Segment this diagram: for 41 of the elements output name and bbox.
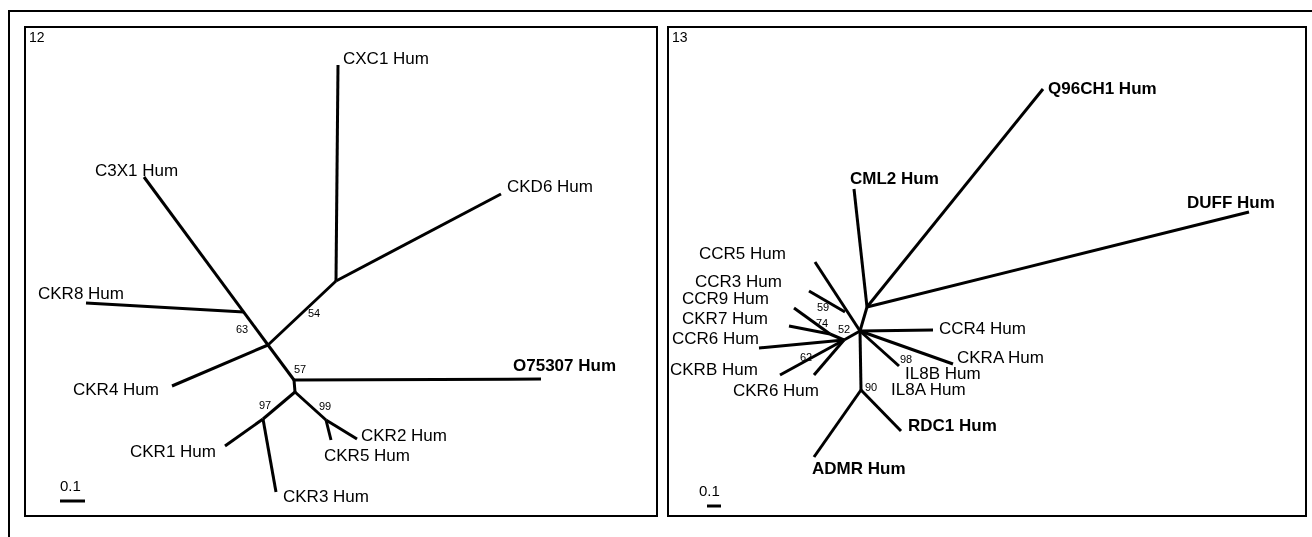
bootstrap-value: 99 (319, 401, 332, 412)
bootstrap-value: 52 (838, 324, 851, 335)
taxon-label: CCR4 Hum (939, 320, 1026, 337)
tree-panel (24, 26, 658, 517)
taxon-label: IL8A Hum (891, 381, 966, 398)
taxon-label: ADMR Hum (812, 460, 906, 477)
bootstrap-value: 98 (900, 354, 913, 365)
bootstrap-value: 54 (308, 308, 321, 319)
taxon-label: CKD6 Hum (507, 178, 593, 195)
taxon-label: CCR3 Hum (695, 273, 782, 290)
taxon-label: O75307 Hum (513, 357, 616, 374)
bootstrap-value: 63 (236, 324, 249, 335)
taxon-label: CKR3 Hum (283, 488, 369, 505)
taxon-label: CXC1 Hum (343, 50, 429, 67)
taxon-label: CKR7 Hum (682, 310, 768, 327)
bootstrap-value: 59 (817, 302, 830, 313)
taxon-label: CML2 Hum (850, 170, 939, 187)
panel-number: 13 (672, 30, 688, 44)
scale-label: 0.1 (699, 483, 720, 498)
taxon-label: CCR5 Hum (699, 245, 786, 262)
taxon-label: CKR4 Hum (73, 381, 159, 398)
bootstrap-value: 57 (294, 364, 307, 375)
panel-number: 12 (29, 30, 45, 44)
taxon-label: CCR6 Hum (672, 330, 759, 347)
taxon-label: CCR9 Hum (682, 290, 769, 307)
taxon-label: IL8B Hum (905, 365, 981, 382)
taxon-label: CKR1 Hum (130, 443, 216, 460)
taxon-label: CKR2 Hum (361, 427, 447, 444)
taxon-label: Q96CH1 Hum (1048, 80, 1157, 97)
bootstrap-value: 90 (865, 382, 878, 393)
taxon-label: C3X1 Hum (95, 162, 179, 179)
scale-label: 0.1 (60, 478, 81, 493)
bootstrap-value: 97 (259, 400, 272, 411)
taxon-label: RDC1 Hum (908, 417, 997, 434)
taxon-label: CKR5 Hum (324, 447, 410, 464)
taxon-label: CKRA Hum (957, 349, 1044, 366)
taxon-label: CKR8 Hum (38, 285, 124, 302)
taxon-label: CKRB Hum (670, 361, 758, 378)
taxon-label: DUFF Hum (1187, 194, 1275, 211)
tree-panel (667, 26, 1307, 517)
taxon-label: CKR6 Hum (733, 382, 819, 399)
